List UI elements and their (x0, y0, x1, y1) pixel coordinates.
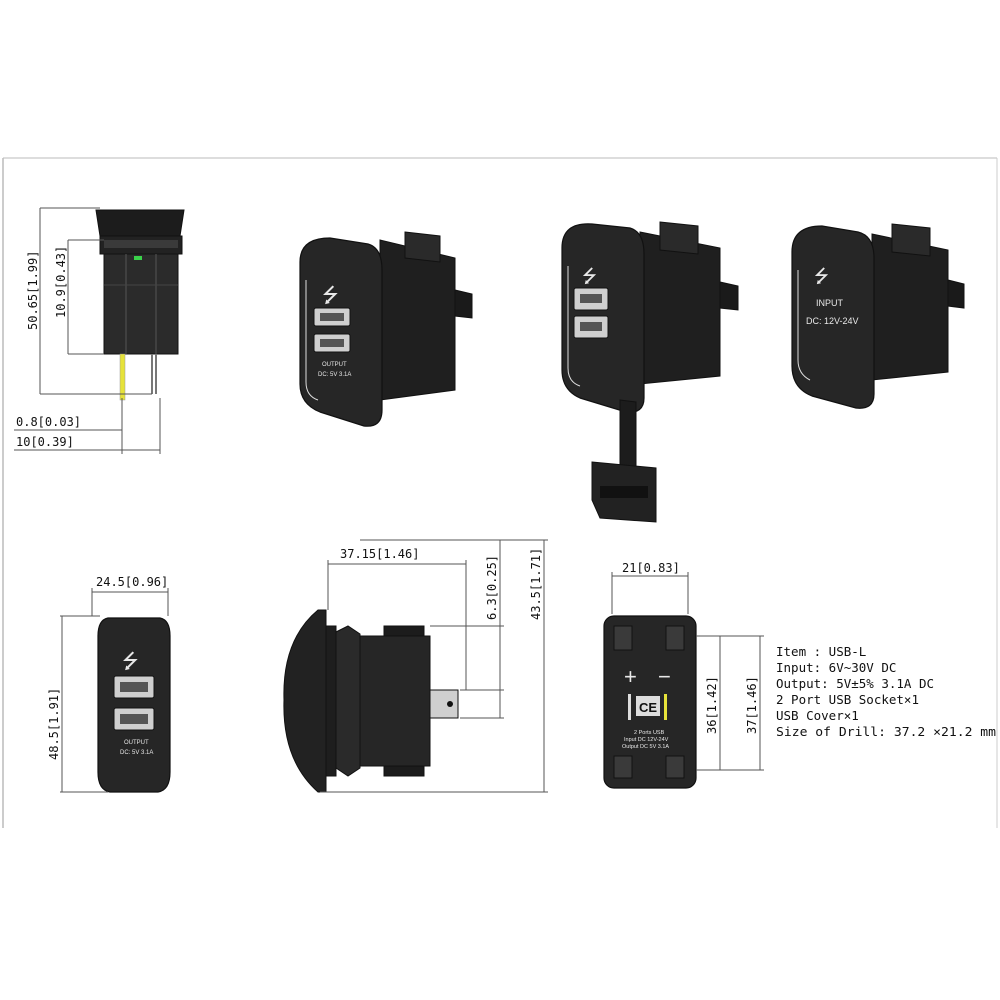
dim-side-upper: 10.9[0.43] (54, 246, 68, 318)
side-view: 50.65[1.99] 10.9[0.43] 0.8[0.03] 10[0.39… (14, 207, 185, 454)
specifications: Item : USB-L Input: 6V~30V DC Output: 5V… (776, 644, 996, 739)
spec-item: Item : USB-L (776, 644, 866, 659)
dim-rear-width: 21[0.83] (622, 561, 680, 575)
spec-socket: 2 Port USB Socket×1 (776, 692, 919, 707)
status-led (134, 256, 142, 260)
input-value: DC: 12V-24V (806, 316, 859, 326)
perspective-view-3: ⭍ INPUT DC: 12V-24V (791, 223, 965, 409)
dim-pin-length: 10[0.39] (16, 435, 74, 449)
rear-text-2: Input DC 12V-24V (624, 737, 669, 743)
usb-icon: ⭍ (322, 285, 339, 307)
dim-rear-inner: 36[1.42] (705, 676, 719, 734)
output-value-4: DC: 5V 3.1A (120, 750, 153, 756)
rear-label-right (664, 694, 667, 720)
dim-side-height: 50.65[1.99] (26, 251, 40, 330)
rear-text-3: Output DC 5V 3.1A (622, 744, 669, 750)
perspective-view-2: ⭍ (561, 221, 739, 523)
polarity-minus: − (658, 664, 671, 689)
dim-pin-thickness: 0.8[0.03] (16, 415, 81, 429)
yellow-wire (119, 353, 126, 401)
rear-text-1: 2 Ports USB (634, 730, 665, 736)
spec-cover: USB Cover×1 (776, 708, 859, 723)
terminal-tab (429, 689, 459, 719)
dim-tab-height: 6.3[0.25] (485, 555, 499, 620)
polarity-plus: + (624, 664, 637, 689)
spec-input: Input: 6V~30V DC (776, 660, 896, 675)
dim-front-height: 48.5[1.91] (47, 688, 61, 760)
output-label-1: OUTPUT (322, 362, 347, 368)
usb-icon-2: ⭍ (582, 266, 597, 286)
ce-mark: CE (639, 700, 657, 715)
output-label-4: OUTPUT (124, 740, 149, 746)
usb-icon-3: ⭍ (814, 266, 829, 286)
rear-view: + − CE 2 Ports USB Input DC 12V-24V Outp… (603, 561, 764, 789)
usb-icon-4: ⭍ (122, 651, 139, 673)
spec-output: Output: 5V±5% 3.1A DC (776, 676, 934, 691)
output-value-1: DC: 5V 3.1A (318, 372, 351, 378)
front-view: ⭍ OUTPUT DC: 5V 3.1A 24.5[0.96] 48.5[1.9… (47, 575, 171, 793)
side-profile: 37.15[1.46] 6.3[0.25] 43.5[1.71] (283, 539, 548, 793)
spec-drill: Size of Drill: 37.2 ×21.2 mm (776, 724, 996, 739)
dim-body-depth: 37.15[1.46] (340, 547, 419, 561)
dim-rear-outer: 37[1.46] (745, 676, 759, 734)
input-label: INPUT (816, 298, 844, 308)
dim-front-width: 24.5[0.96] (96, 575, 168, 589)
rear-label-left (628, 694, 631, 720)
perspective-view-1: ⭍ OUTPUT DC: 5V 3.1A (299, 231, 473, 427)
dim-body-height: 43.5[1.71] (529, 548, 543, 620)
